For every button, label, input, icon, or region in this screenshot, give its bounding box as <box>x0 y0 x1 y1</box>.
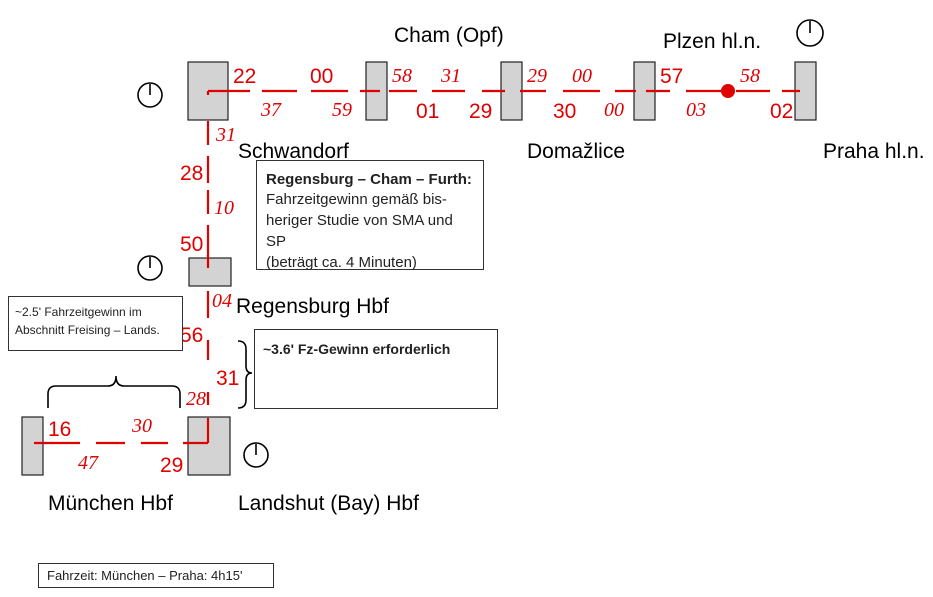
time-label: 31 <box>440 65 461 87</box>
time-label: 59 <box>332 99 352 121</box>
time-label: 04 <box>212 290 232 312</box>
time-label: 00 <box>604 99 624 121</box>
time-label: 29 <box>469 100 492 123</box>
time-label: 01 <box>416 100 439 123</box>
time-label: 10 <box>214 197 234 219</box>
time-label: 29 <box>527 65 547 87</box>
time-label: 57 <box>660 65 683 88</box>
note-body: Fahrzeitgewinn gemäß bis- heriger Studie… <box>266 191 453 271</box>
time-label: 28 <box>186 388 206 410</box>
note-freising-text: ~2.5' Fahrzeitgewinn im Abschnitt Freisi… <box>15 305 160 337</box>
time-label: 31 <box>215 124 236 146</box>
time-label: 22 <box>233 65 256 88</box>
time-label: 30 <box>553 100 576 123</box>
time-label: 00 <box>310 65 333 88</box>
time-label: 29 <box>160 454 183 477</box>
time-label: 16 <box>48 418 71 441</box>
station-label-schwandorf: Schwandorf <box>238 140 349 163</box>
note-required-text: ~3.6' Fz-Gewinn erforderlich <box>263 341 451 357</box>
time-label: 31 <box>216 367 239 390</box>
clock-icon <box>137 255 163 281</box>
note-regensburg-cham-furth: Regensburg – Cham – Furth: Fahrzeitgewin… <box>256 160 484 271</box>
time-label: 47 <box>78 452 99 474</box>
bracket-freising <box>47 375 181 408</box>
time-label: 58 <box>392 65 412 87</box>
clock-icon <box>137 82 163 108</box>
station-label-regensburg: Regensburg Hbf <box>236 295 389 318</box>
station-label-praha: Praha hl.n. <box>823 140 925 163</box>
stop-dot <box>721 84 735 98</box>
station-label-landshut: Landshut (Bay) Hbf <box>238 492 419 515</box>
note-required: ~3.6' Fz-Gewinn erforderlich <box>254 329 498 409</box>
note-total-text: Fahrzeit: München – Praha: 4h15' <box>47 568 243 583</box>
time-label: 00 <box>572 65 592 87</box>
note-freising: ~2.5' Fahrzeitgewinn im Abschnitt Freisi… <box>8 296 183 351</box>
note-title: Regensburg – Cham – Furth: <box>266 171 472 188</box>
station-box-regensburg <box>188 257 232 287</box>
time-label: 58 <box>740 65 760 87</box>
time-label: 30 <box>131 415 152 437</box>
time-label: 37 <box>260 99 282 121</box>
station-label-cham: Cham (Opf) <box>394 24 504 47</box>
time-label: 56 <box>180 324 203 347</box>
note-total: Fahrzeit: München – Praha: 4h15' <box>38 563 274 588</box>
time-label: 28 <box>180 162 203 185</box>
clock-icon <box>243 442 269 468</box>
time-label: 50 <box>180 233 203 256</box>
station-box-muenchen <box>21 416 44 476</box>
bracket-required <box>237 340 253 409</box>
time-label: 02 <box>770 100 793 123</box>
time-label: 03 <box>686 99 706 121</box>
station-label-muenchen: München Hbf <box>48 492 173 515</box>
station-label-domazlice: Domažlice <box>527 140 625 163</box>
clock-icon <box>796 19 824 47</box>
station-label-plzen: Plzen hl.n. <box>663 30 761 53</box>
